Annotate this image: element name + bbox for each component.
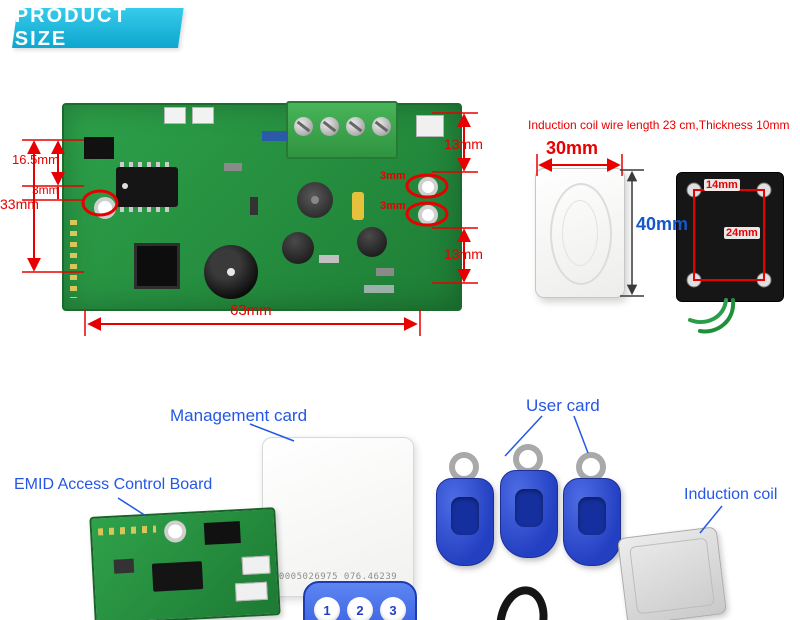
screw-terminal-block (286, 101, 398, 159)
pin-header (97, 525, 157, 536)
wire-connector (241, 555, 271, 576)
coil-wire (688, 298, 736, 334)
management-card-photo: 0005026975 076.46239 (262, 437, 414, 597)
dim-label-13mm-top: 13mm (444, 136, 483, 152)
terminal-screw (320, 117, 339, 136)
page-title: PRODUCT SIZE (14, 5, 128, 50)
dip8-chip (151, 561, 204, 592)
remote-control-photo: 1 2 3 (303, 581, 417, 620)
fob-inner (578, 497, 606, 535)
fob-body (500, 470, 558, 558)
emid-board-label: EMID Access Control Board (14, 476, 213, 493)
smd-component (364, 285, 394, 293)
dim-label-14mm: 14mm (704, 179, 740, 191)
coil-groove (562, 200, 598, 266)
smd-component (262, 131, 288, 141)
wire-connector (234, 581, 268, 602)
dim-label-hole-bottom: 3mm (380, 200, 406, 212)
terminal-screw (294, 117, 313, 136)
dim-label-13mm-bottom: 13mm (444, 246, 483, 262)
user-key-fob (563, 452, 621, 566)
coil-wire-note: Induction coil wire length 23 cm,Thickne… (528, 118, 790, 132)
wire-connector (164, 107, 186, 124)
mounting-hole (163, 519, 187, 544)
ic-chip (203, 521, 241, 545)
coil-inner-edge (629, 537, 715, 615)
dim-label-24mm: 24mm (724, 227, 760, 239)
fob-body (563, 478, 621, 566)
buzzer (204, 245, 258, 299)
smd-component (224, 163, 242, 171)
management-card-label: Management card (170, 406, 308, 425)
remote-button-2: 2 (347, 597, 373, 620)
mounting-hole (418, 205, 438, 225)
user-key-fob (436, 452, 494, 566)
wire-connector (192, 107, 214, 124)
dim-label-165mm: 16.5mm (12, 152, 59, 167)
smd-component (250, 197, 258, 215)
dim-label-40mm: 40mm (636, 214, 689, 234)
capacitor (357, 227, 387, 257)
user-card-label: User card (526, 396, 600, 415)
terminal-screw (346, 117, 365, 136)
dim-label-63mm: 63mm (230, 302, 272, 319)
dim-label-33mm: 33mm (0, 196, 39, 212)
induction-coil-label: Induction coil (684, 486, 778, 503)
product-size-badge: PRODUCT SIZE (12, 5, 184, 50)
mcu-chip (134, 243, 180, 289)
emid-board-photo (89, 507, 281, 620)
induction-coil-front-photo (535, 168, 625, 298)
smd-component (113, 558, 135, 574)
mounting-hole (418, 177, 438, 197)
smd-component (376, 268, 394, 276)
wire-connector (416, 115, 444, 137)
mounting-hole (94, 197, 116, 219)
coil-groove (550, 183, 612, 285)
dim-label-3mm-left: 3mm (32, 183, 59, 197)
chip-notch (122, 183, 128, 189)
capacitor (282, 232, 314, 264)
pin-header (70, 220, 77, 298)
fob-inner (515, 489, 543, 527)
card-serial-number: 0005026975 076.46239 (278, 572, 398, 582)
yellow-capacitor (352, 192, 364, 220)
dim-label-hole-top: 3mm (380, 170, 406, 182)
relay-component (84, 137, 114, 159)
inductor (297, 182, 333, 218)
fob-inner (451, 497, 479, 535)
dim-label-30mm: 30mm (546, 138, 599, 158)
terminal-screw (372, 117, 391, 136)
user-key-fob (500, 444, 558, 558)
remote-button-3: 3 (380, 597, 406, 620)
access-control-board-photo (62, 101, 462, 311)
key-ring-photo (490, 581, 554, 620)
fob-body (436, 478, 494, 566)
smd-component (319, 255, 339, 263)
induction-coil-photo (617, 526, 727, 620)
remote-button-1: 1 (314, 597, 340, 620)
